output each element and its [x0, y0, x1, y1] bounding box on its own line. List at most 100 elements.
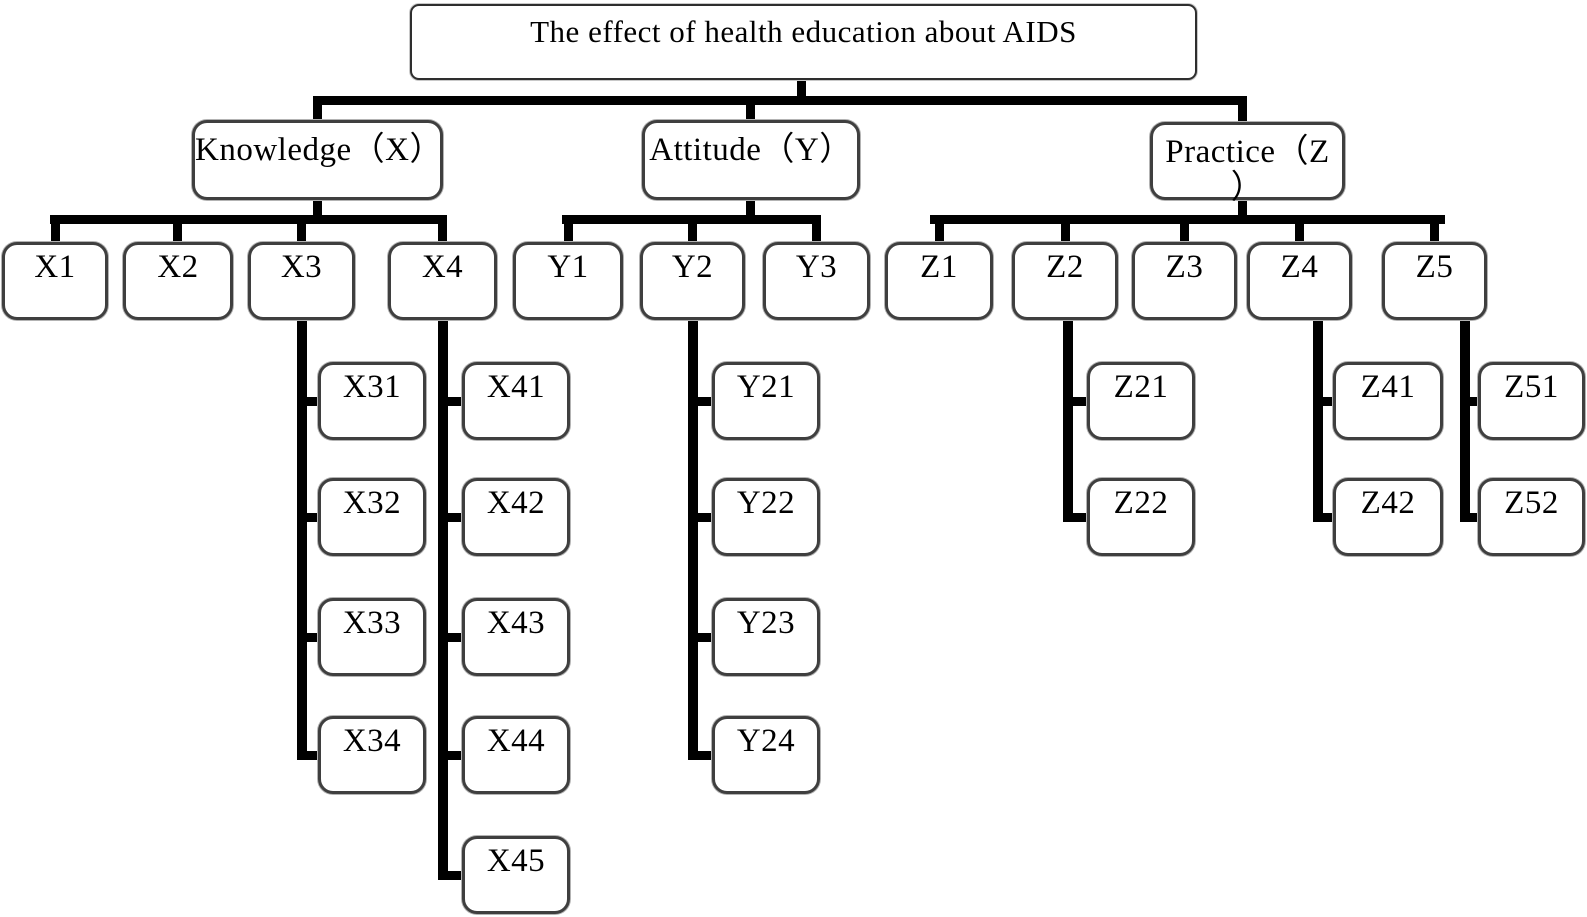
- node-knowledge-label: Knowledge（X）: [195, 132, 443, 168]
- node-x33-label: X33: [342, 605, 402, 641]
- node-z41-label: Z41: [1360, 369, 1416, 405]
- node-practice: Practice（Z ）: [1150, 122, 1345, 206]
- node-x4-label: X4: [421, 249, 464, 285]
- node-z5-label: Z5: [1415, 249, 1454, 285]
- edge-practice-up: [1238, 96, 1247, 126]
- node-z21: Z21: [1087, 362, 1195, 440]
- node-y21-label: Y21: [736, 369, 796, 405]
- edge-z51-stub: [1460, 397, 1481, 406]
- node-z51: Z51: [1478, 362, 1585, 440]
- node-x42-label: X42: [486, 485, 546, 521]
- node-x4: X4: [388, 242, 497, 320]
- node-y22: Y22: [712, 478, 820, 556]
- edge-x32-stub: [297, 513, 321, 522]
- edge-y22-stub: [688, 513, 715, 522]
- edge-x3-trunk: [297, 318, 307, 760]
- edge-x4-up: [438, 215, 447, 245]
- node-z4-label: Z4: [1280, 249, 1319, 285]
- edge-y23-stub: [688, 633, 715, 642]
- node-x2: X2: [123, 242, 233, 320]
- edge-y24-stub: [688, 751, 715, 760]
- node-z51-label: Z51: [1504, 369, 1559, 405]
- node-x33: X33: [318, 598, 426, 676]
- node-y24-label: Y24: [736, 723, 796, 759]
- edge-practice-down: [1238, 196, 1247, 220]
- node-y3-label: Y3: [795, 249, 838, 285]
- node-knowledge: Knowledge（X）: [192, 120, 443, 200]
- node-z4: Z4: [1247, 242, 1352, 320]
- node-z21-label: Z21: [1113, 369, 1169, 405]
- node-x43-label: X43: [486, 605, 546, 641]
- edge-knowledge-down: [313, 196, 322, 220]
- edge-x34-stub: [297, 751, 321, 760]
- edge-x43-stub: [438, 633, 465, 642]
- node-z22-label: Z22: [1113, 485, 1169, 521]
- edge-z52-stub: [1460, 513, 1481, 522]
- node-attitude-label: Attitude（Y）: [649, 132, 853, 168]
- edge-x45-stub: [438, 871, 465, 880]
- node-z2-label: Z2: [1046, 249, 1084, 285]
- edge-x42-stub: [438, 513, 465, 522]
- node-x34: X34: [318, 716, 426, 794]
- node-y22-label: Y22: [736, 485, 796, 521]
- edge-z3-up: [1180, 215, 1189, 245]
- edge-z2-trunk: [1063, 318, 1073, 522]
- edge-z41-stub: [1313, 397, 1336, 406]
- node-x45-label: X45: [486, 843, 546, 879]
- edge-z42-stub: [1313, 513, 1336, 522]
- node-x32-label: X32: [342, 485, 402, 521]
- edge-z5-up: [1430, 215, 1439, 245]
- edge-y1-up: [564, 215, 573, 245]
- node-z22: Z22: [1087, 478, 1195, 556]
- edge-y2-trunk: [688, 318, 698, 760]
- edge-attitude-up: [746, 96, 755, 124]
- edge-x3-up: [297, 215, 306, 245]
- edge-y3-up: [812, 215, 821, 245]
- node-y23-label: Y23: [736, 605, 796, 641]
- edge-x-bus: [50, 215, 444, 224]
- node-title-label: The effect of health education about AID…: [530, 14, 1077, 49]
- node-z1-label: Z1: [920, 249, 958, 285]
- node-x31: X31: [318, 362, 426, 440]
- edge-x41-stub: [438, 397, 465, 406]
- edge-level1-bus: [313, 96, 1247, 105]
- node-y2: Y2: [640, 242, 745, 320]
- node-y24: Y24: [712, 716, 820, 794]
- node-z52: Z52: [1478, 478, 1585, 556]
- node-x3-label: X3: [280, 249, 323, 285]
- node-z42-label: Z42: [1360, 485, 1416, 521]
- node-x43: X43: [462, 598, 570, 676]
- node-x31-label: X31: [342, 369, 402, 405]
- node-z1: Z1: [885, 242, 993, 320]
- node-x2-label: X2: [157, 249, 199, 285]
- edge-y2-up: [688, 215, 697, 245]
- edge-x4-trunk: [438, 318, 448, 880]
- edge-z5-trunk: [1460, 318, 1470, 522]
- node-x32: X32: [318, 478, 426, 556]
- edge-x31-stub: [297, 397, 321, 406]
- node-x44: X44: [462, 716, 570, 794]
- node-z42: Z42: [1333, 478, 1443, 556]
- node-title: The effect of health education about AID…: [410, 4, 1197, 80]
- node-x3: X3: [248, 242, 355, 320]
- node-x41: X41: [462, 362, 570, 440]
- edge-x33-stub: [297, 633, 321, 642]
- edge-z2-up: [1061, 215, 1070, 245]
- edge-x2-up: [173, 215, 182, 245]
- node-x44-label: X44: [486, 723, 546, 759]
- node-z41: Z41: [1333, 362, 1443, 440]
- node-z52-label: Z52: [1504, 485, 1559, 521]
- node-attitude: Attitude（Y）: [642, 120, 860, 200]
- edge-x1-up: [51, 215, 60, 245]
- node-z5: Z5: [1382, 242, 1487, 320]
- node-y21: Y21: [712, 362, 820, 440]
- edge-z4-up: [1295, 215, 1304, 245]
- edge-x44-stub: [438, 751, 465, 760]
- node-z3-label: Z3: [1165, 249, 1204, 285]
- node-x1: X1: [2, 242, 108, 320]
- node-x1-label: X1: [34, 249, 76, 285]
- edge-z1-up: [935, 215, 944, 245]
- node-x34-label: X34: [342, 723, 402, 759]
- edge-knowledge-up: [313, 96, 322, 124]
